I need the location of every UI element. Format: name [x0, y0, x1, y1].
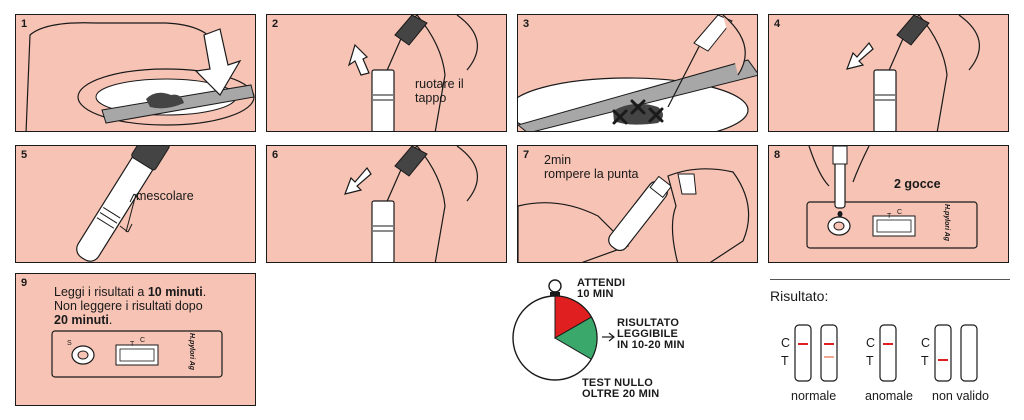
cassette-label: H.pylori Ag	[188, 333, 195, 371]
cassette-mark-t: T	[130, 341, 135, 348]
timer-diagram	[512, 279, 615, 381]
step-1-panel: 1	[15, 14, 256, 132]
sample-collection-illustration	[518, 15, 757, 131]
step-4-panel: 4	[768, 14, 1009, 132]
step-6-panel: 6	[266, 145, 507, 263]
step-number: 4	[774, 18, 781, 30]
result-label-c: C	[921, 336, 931, 350]
step-number: 2	[272, 18, 279, 30]
strip-normale-1	[794, 324, 812, 382]
strip-non-valido-2	[960, 324, 978, 382]
result-caption-non-valido: non valido	[932, 389, 989, 403]
result-label-c: C	[781, 336, 791, 350]
step-5-caption: mescolare	[136, 189, 194, 203]
step-2-panel: 2 ruotare il tappo	[266, 14, 507, 132]
timer-wait-line2: 10 MIN	[577, 288, 614, 300]
cassette-mark-s: S	[67, 340, 72, 347]
timer-null-line1: TEST NULLO	[582, 377, 654, 389]
step-9-instructions: Leggi i risultati a 10 minuti. Non legge…	[54, 285, 207, 327]
step-3-panel: 3	[517, 14, 758, 132]
timer-null-line2: OLTRE 20 MIN	[582, 388, 660, 400]
strip-normale-2	[820, 324, 838, 382]
result-label-t: T	[781, 354, 789, 368]
cassette-mark-t: T	[887, 213, 892, 220]
step-8-caption: 2 gocce	[894, 177, 941, 191]
mix-tube-illustration	[76, 146, 170, 262]
step-2-caption: ruotare il tappo	[415, 77, 464, 105]
step-5-panel: 5 mescolare	[15, 145, 256, 263]
step-number: 7	[523, 149, 530, 161]
step-number: 3	[523, 18, 530, 30]
close-tube-illustration	[344, 146, 478, 262]
cassette-mark-c: C	[140, 337, 146, 344]
toilet-collection-illustration	[25, 22, 255, 131]
timer-read-line2: LEGGIBILE	[617, 328, 679, 340]
result-label-c: C	[866, 336, 876, 350]
step-9-panel: 9 Leggi i risultati a 10 minuti. Non leg…	[15, 273, 256, 406]
result-caption-normale: normale	[791, 389, 837, 403]
step-7-caption-line2: rompere la punta	[544, 167, 639, 181]
result-label-t: T	[921, 354, 929, 368]
step-number: 5	[21, 149, 28, 161]
results-strips	[794, 324, 978, 382]
dispense-drops-illustration	[806, 146, 978, 249]
step-number: 6	[272, 149, 279, 161]
timer-wait-line1: ATTENDI	[577, 277, 626, 289]
result-caption-anomale: anomale	[865, 389, 913, 403]
timer-read-line1: RISULTATO	[617, 317, 680, 329]
timer-wait-wedge	[554, 295, 593, 339]
strip-anomale	[879, 324, 897, 382]
step-7-panel: 7 2min rompere la punta	[517, 145, 758, 263]
uncap-tube-illustration	[347, 15, 478, 131]
step-number: 8	[774, 149, 781, 161]
step-number: 9	[21, 277, 28, 289]
step-8-panel: 8 2 gocce T C H.pylori Ag	[768, 145, 1009, 263]
timer-read-line3: IN 10-20 MIN	[617, 339, 685, 351]
cassette-label: H.pylori Ag	[943, 204, 950, 242]
strip-non-valido-1	[934, 324, 952, 382]
results-title: Risultato:	[770, 288, 829, 304]
stopwatch-crown-icon	[548, 279, 562, 293]
timer-read-wedge	[554, 316, 598, 360]
results-divider	[770, 279, 1010, 280]
cassette-mark-c: C	[897, 209, 903, 216]
break-tip-illustration	[518, 168, 750, 262]
result-label-t: T	[866, 354, 874, 368]
step-number: 1	[21, 18, 28, 30]
stopwatch-stem	[550, 292, 560, 298]
result-cassette-illustration	[51, 330, 223, 378]
step-7-caption-line1: 2min	[544, 153, 572, 167]
insert-stick-illustration	[846, 15, 980, 131]
timer-arrowhead	[608, 332, 615, 342]
